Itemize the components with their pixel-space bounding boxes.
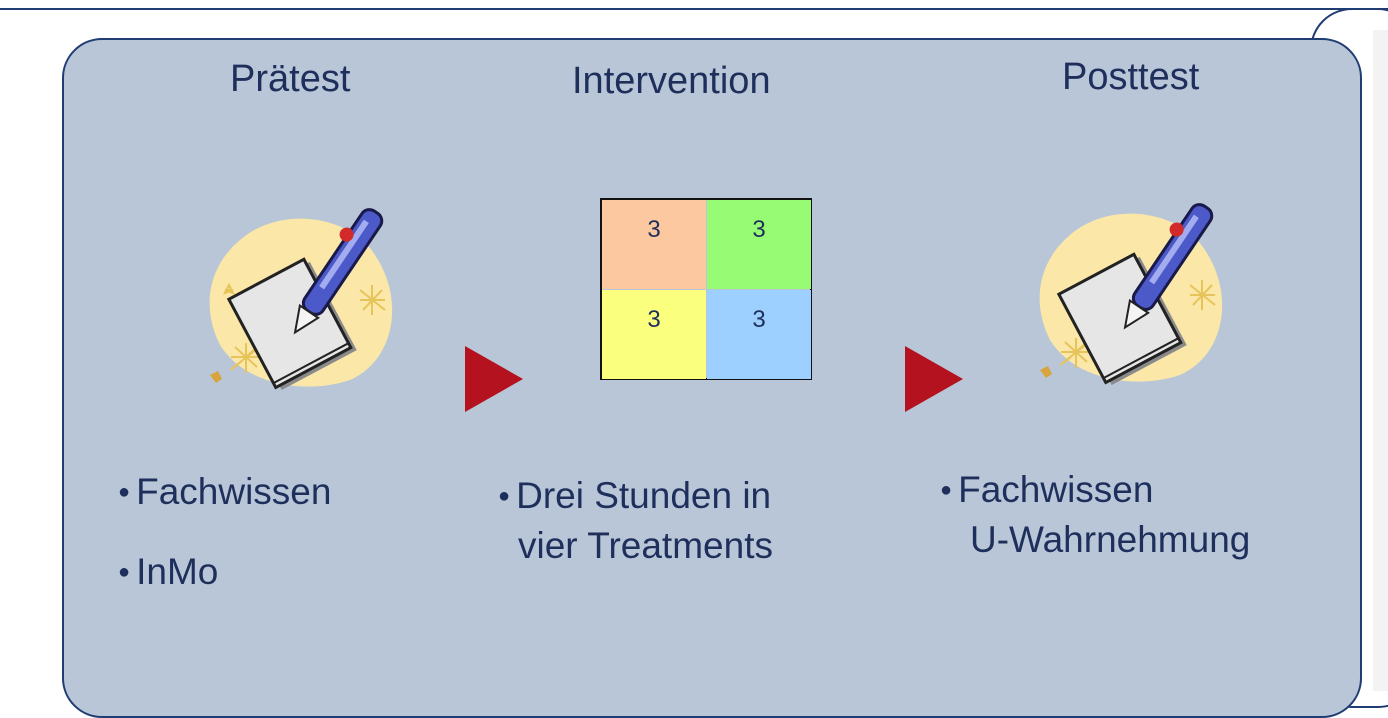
- treatment-grid: 3 3 3 3: [600, 198, 812, 380]
- bullet-item: ●Fachwissen U-Wahrnehmung: [940, 469, 1251, 561]
- arrow-right-icon: [465, 346, 523, 412]
- bullet-item: ●Drei Stunden in vier Treatments: [498, 475, 773, 567]
- heading-posttest: Posttest: [1062, 56, 1200, 98]
- grid-cell-value: 3: [647, 306, 661, 333]
- bullet-item: ●Fachwissen: [118, 471, 332, 512]
- grid-cell-value: 3: [752, 306, 766, 333]
- bullet-item: ●InMo: [118, 551, 219, 592]
- grid-cell: 3: [707, 290, 811, 379]
- top-rule: [0, 8, 1388, 10]
- grid-cell: 3: [602, 290, 706, 379]
- heading-intervention: Intervention: [572, 60, 771, 102]
- grid-cell: 3: [602, 200, 706, 289]
- grid-cell: 3: [707, 200, 811, 289]
- grid-cell-value: 3: [752, 216, 766, 243]
- arrow-right-icon: [905, 346, 963, 412]
- notepad-pen-clipart-icon: [1039, 203, 1223, 386]
- grid-cell-value: 3: [647, 216, 661, 243]
- notepad-pen-clipart-icon: [209, 208, 393, 391]
- right-scroll-area: [1373, 30, 1388, 691]
- heading-pretest: Prätest: [230, 58, 351, 100]
